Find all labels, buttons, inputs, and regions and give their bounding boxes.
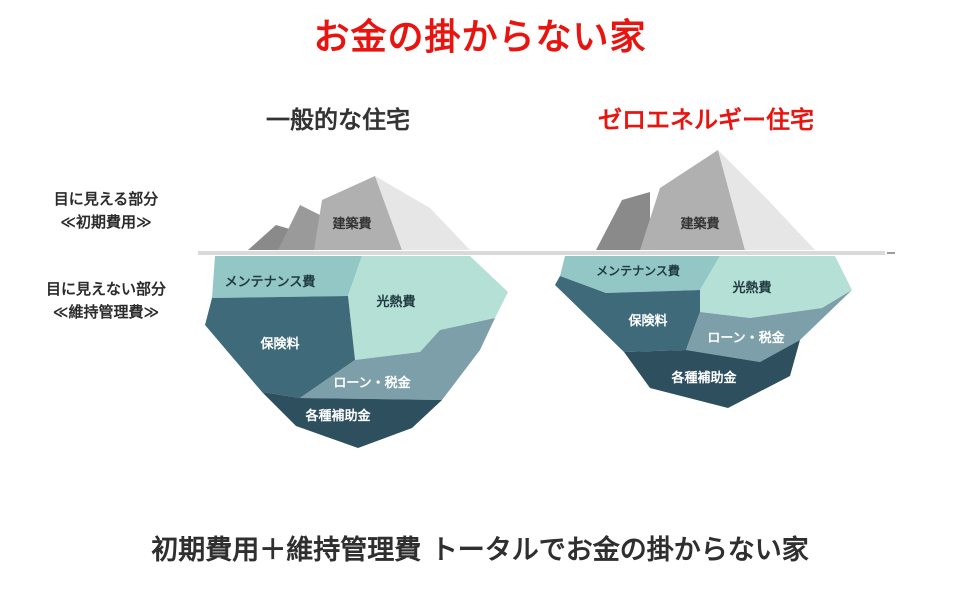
peak-light xyxy=(718,150,815,250)
label-loan-tax-general: ローン・税金 xyxy=(333,375,411,391)
label-hidden-part: 目に見えない部分 ≪維持管理費≫ xyxy=(18,278,194,324)
label-utilities-zeh: 光熱費 xyxy=(731,280,771,296)
segment-insurance xyxy=(555,276,700,352)
label-visible-part: 目に見える部分 ≪初期費用≫ xyxy=(18,188,194,234)
heading-zero-energy-house: ゼロエネルギー住宅 xyxy=(598,106,814,134)
peak-light xyxy=(375,176,470,250)
segment-maintenance xyxy=(560,256,720,293)
segment-utilities xyxy=(700,256,852,318)
label-maintenance-zeh: メンテナンス費 xyxy=(596,263,680,278)
segment-loan-tax xyxy=(686,290,852,362)
label-subsidies-zeh: 各種補助金 xyxy=(670,370,737,386)
label-construction-general: 建築費 xyxy=(332,216,371,232)
heading-general-house: 一般的な住宅 xyxy=(266,106,410,134)
label-visible-line2: ≪初期費用≫ xyxy=(60,213,152,231)
label-loan-tax-zeh: ローン・税金 xyxy=(707,330,785,346)
segment-utilities xyxy=(348,256,508,360)
bottom-caption: 初期費用＋維持管理費 トータルでお金の掛からない家 xyxy=(151,535,809,566)
peak-mid xyxy=(314,176,402,250)
main-title: お金の掛からない家 xyxy=(313,17,647,58)
label-insurance-general: 保険料 xyxy=(259,336,299,352)
iceberg-general xyxy=(205,176,508,448)
peak-mid-left xyxy=(278,205,322,250)
peak-shadow-left xyxy=(248,225,300,250)
segment-loan-tax xyxy=(300,318,495,400)
iceberg-zeh xyxy=(555,150,852,408)
peak-shadow-left xyxy=(596,192,650,250)
segment-insurance xyxy=(205,296,355,398)
label-utilities-general: 光熱費 xyxy=(375,294,415,310)
label-visible-line1: 目に見える部分 xyxy=(53,190,159,208)
label-hidden-line1: 目に見えない部分 xyxy=(45,280,166,298)
label-subsidies-general: 各種補助金 xyxy=(304,408,371,424)
segment-subsidies xyxy=(624,340,800,408)
segment-maintenance xyxy=(212,256,362,298)
peak-mid xyxy=(640,150,745,250)
segment-subsidies xyxy=(262,392,442,448)
label-insurance-zeh: 保険料 xyxy=(627,313,667,329)
label-maintenance-general: メンテナンス費 xyxy=(225,274,316,290)
label-construction-zeh: 建築費 xyxy=(680,216,719,232)
label-hidden-line2: ≪維持管理費≫ xyxy=(52,303,160,321)
